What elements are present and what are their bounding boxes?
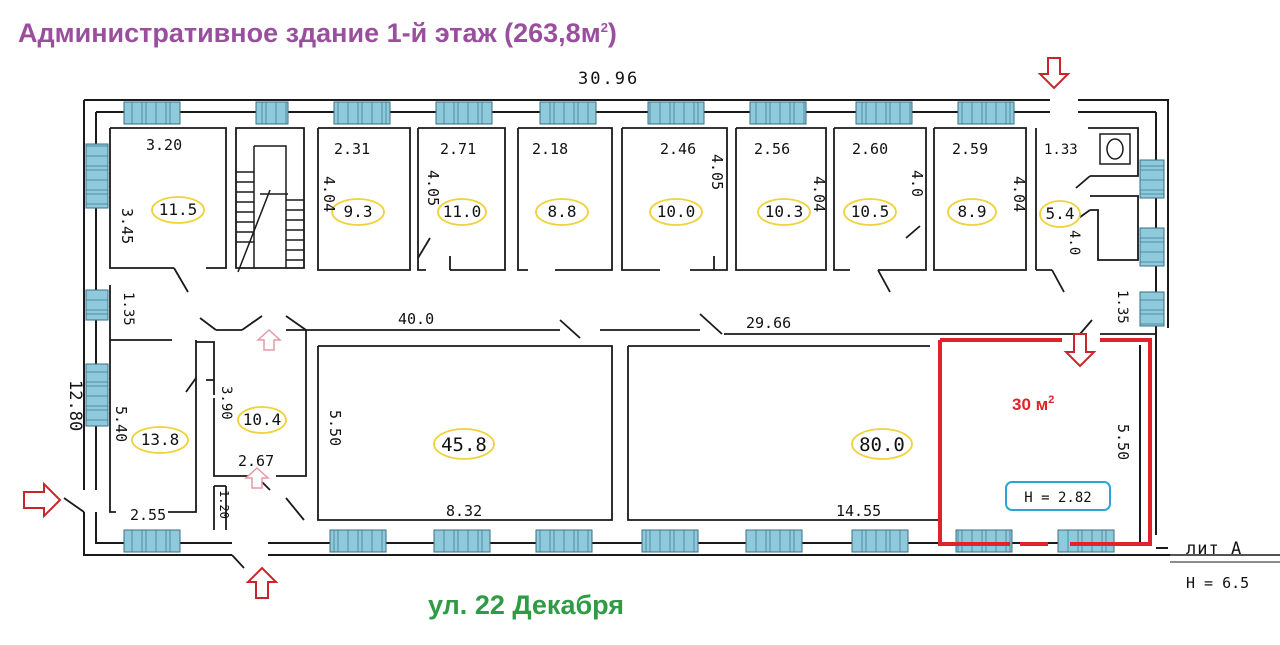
- arrow-up-icon: [244, 466, 270, 489]
- inner-arrows: [244, 328, 282, 489]
- office-depth: 5.50: [1114, 424, 1132, 460]
- entrance-arrows: [23, 57, 1097, 599]
- height-box: [1005, 481, 1111, 511]
- stair-room-depth: 3.90: [218, 386, 234, 420]
- interior-walls: [63, 127, 1156, 569]
- room-width-6: 2.56: [754, 140, 790, 158]
- room-depth-7: 4.04: [1010, 176, 1028, 212]
- overall-depth-label: 12.80: [65, 380, 85, 431]
- corridor-length-left: 40.0: [398, 310, 434, 328]
- stair-flight: [236, 145, 304, 273]
- room-width-9: 1.33: [1044, 142, 1078, 158]
- stair-room-width: 2.67: [238, 452, 274, 470]
- room-depth-3: 4.05: [424, 170, 442, 206]
- room-depth-8: 4.0: [1066, 230, 1082, 255]
- building-height: H = 6.5: [1186, 574, 1249, 592]
- room-area-4: 8.8: [548, 202, 577, 221]
- page-title: Административное здание 1-й этаж (263,8м…: [18, 18, 617, 48]
- room-area-8: 8.9: [958, 202, 987, 221]
- toilet-icon: [1099, 133, 1131, 165]
- big-hall-width: 14.55: [836, 502, 881, 520]
- arrow-right-icon: [23, 481, 62, 519]
- street-name: ул. 22 Декабря: [428, 590, 625, 620]
- room-area-3: 11.0: [443, 202, 482, 221]
- room-area-7: 10.5: [851, 202, 890, 221]
- room-width-5: 2.46: [660, 140, 696, 158]
- room-depth-2: 4.04: [320, 176, 338, 212]
- arrow-down-icon: [1063, 333, 1097, 368]
- arrow-down-icon: [1037, 57, 1071, 90]
- area-ovals: [131, 196, 1081, 460]
- hall-width: 8.32: [446, 502, 482, 520]
- hall-depth: 5.50: [326, 410, 344, 446]
- left-room-depth: 5.40: [112, 406, 130, 442]
- highlight-area: 30 м2: [1012, 394, 1054, 414]
- room-depth-4: 4.05: [708, 154, 726, 190]
- overall-width-label: 30.96: [578, 69, 639, 89]
- corridor-length-right: 29.66: [746, 314, 791, 332]
- left-room-area: 13.8: [141, 430, 180, 449]
- stair-room-area: 10.4: [243, 410, 282, 429]
- big-hall-area: 80.0: [859, 434, 905, 456]
- room-area-9: 5.4: [1046, 204, 1075, 223]
- windows: [85, 101, 1165, 553]
- room-area-1: 11.5: [159, 200, 198, 219]
- room-width-7: 2.60: [852, 140, 888, 158]
- room-width-4: 2.18: [532, 140, 568, 158]
- room-depth-5: 4.04: [810, 176, 828, 212]
- arrow-up-icon: [256, 328, 282, 351]
- entry-depth: 1.20: [217, 490, 231, 519]
- room-width-2: 2.31: [334, 140, 370, 158]
- room-area-6: 10.3: [765, 202, 804, 221]
- ceiling-height: H = 2.82: [1024, 490, 1091, 506]
- room-depth-1: 3.45: [118, 208, 136, 244]
- room-width-3: 2.71: [440, 140, 476, 158]
- corridor-width-left: 1.35: [120, 292, 136, 326]
- title-superscript: 2: [600, 20, 608, 35]
- hall-area: 45.8: [441, 434, 487, 456]
- lit-label: лит А: [1186, 539, 1242, 559]
- corridor-width-right: 1.35: [1114, 290, 1130, 324]
- left-room-width: 2.55: [130, 506, 166, 524]
- arrow-up-icon: [245, 566, 279, 599]
- room-area-2: 9.3: [344, 202, 373, 221]
- highlight-outline: [938, 338, 1152, 546]
- room-width-1: 3.20: [146, 136, 182, 154]
- room-width-8: 2.59: [952, 140, 988, 158]
- room-area-5: 10.0: [657, 202, 696, 221]
- room-depth-6: 4.0: [908, 170, 926, 197]
